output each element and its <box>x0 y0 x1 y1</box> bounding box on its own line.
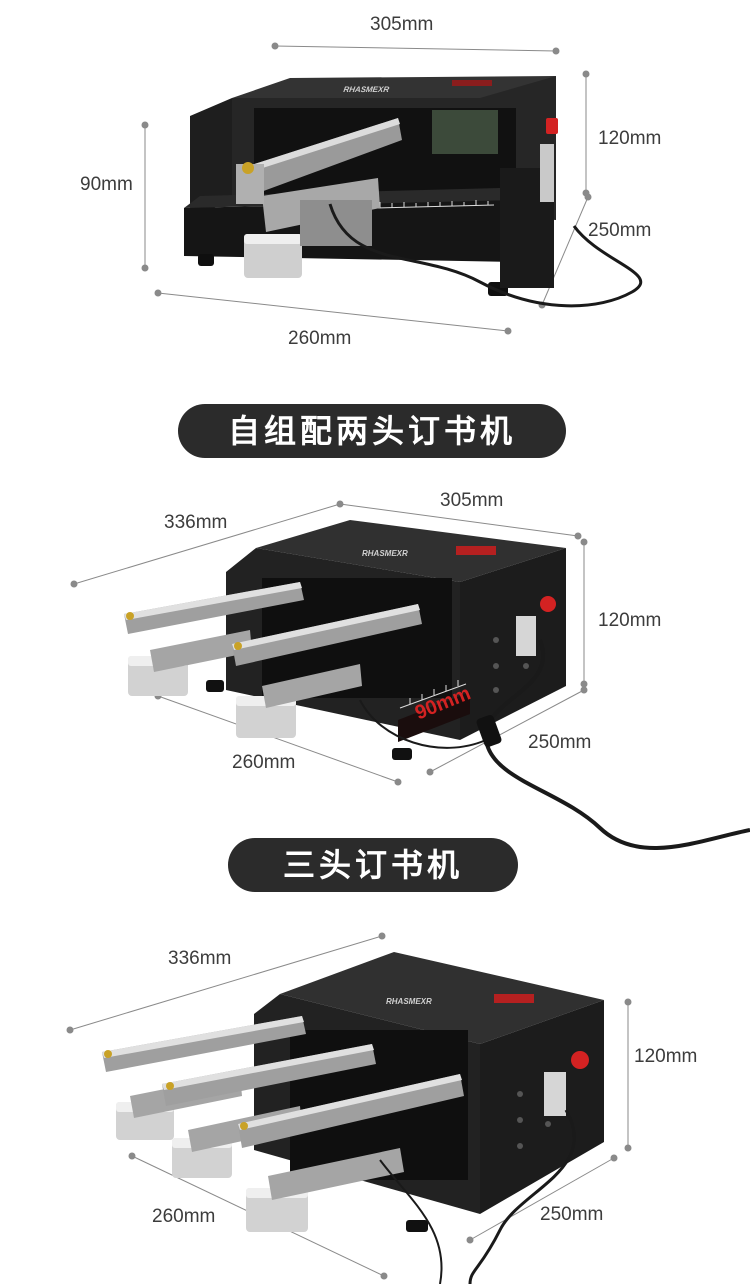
dim-height: 120mm <box>598 128 662 149</box>
svg-text:RHASMEXR: RHASMEXR <box>386 997 432 1006</box>
dim-bottom-width: 260mm <box>232 752 296 773</box>
dim-left-height: 90mm <box>80 174 133 195</box>
dim-bottom-width: 260mm <box>152 1206 216 1227</box>
section-title-two-head: 自组配两头订书机 <box>178 404 566 458</box>
dim-height: 120mm <box>598 610 662 631</box>
svg-text:RHASMEXR: RHASMEXR <box>362 549 408 558</box>
dim-height: 120mm <box>634 1046 698 1067</box>
dim-top-width: 305mm <box>370 14 434 35</box>
section-title-three-head: 三头订书机 <box>228 838 518 892</box>
dim-top-width: 305mm <box>440 490 504 511</box>
dim-depth: 250mm <box>540 1204 604 1225</box>
dim-length: 336mm <box>168 948 232 969</box>
svg-text:RHASMEXR: RHASMEXR <box>343 85 390 94</box>
dim-bottom-width: 260mm <box>288 328 352 349</box>
dim-length: 336mm <box>164 512 228 533</box>
dim-depth: 250mm <box>588 220 652 241</box>
dim-depth: 250mm <box>528 732 592 753</box>
